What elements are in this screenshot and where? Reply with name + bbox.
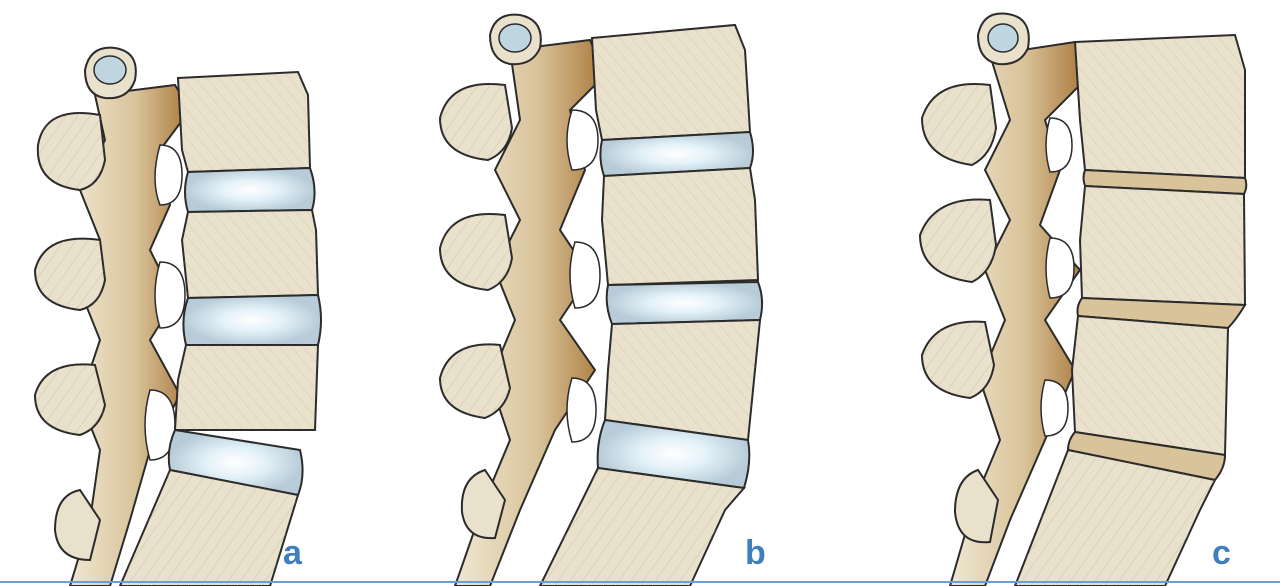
panel-label-b: b — [745, 534, 766, 572]
lower-process — [953, 468, 1000, 544]
panel-label-a: a — [283, 534, 302, 572]
disc-2 — [182, 293, 322, 346]
panel-a — [33, 46, 322, 586]
disc-2 — [605, 280, 764, 326]
lower-process — [53, 488, 102, 562]
panel-label-c: c — [1212, 534, 1231, 572]
panel-c — [918, 12, 1248, 586]
disc-1 — [184, 166, 316, 214]
panel-b — [438, 13, 764, 586]
bottom-divider — [0, 581, 1280, 583]
lower-process — [460, 468, 507, 540]
